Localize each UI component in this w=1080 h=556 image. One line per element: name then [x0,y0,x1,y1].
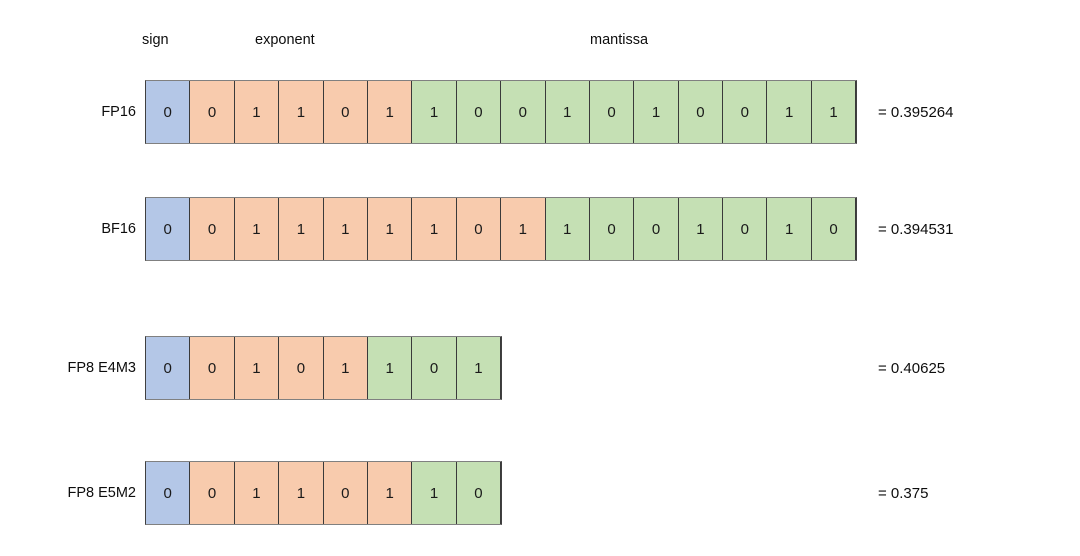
row-label: FP8 E5M2 [67,485,137,501]
bit-cell-mantissa: 0 [723,198,768,260]
bit-cell-mantissa: 1 [367,337,413,399]
bit-cell-mantissa: 1 [678,198,724,260]
bit-cell-exponent: 1 [501,198,546,260]
bit-cell-mantissa: 0 [589,198,635,260]
field-header-exponent: exponent [255,32,315,48]
bit-cell-mantissa: 1 [767,81,812,143]
row-label: BF16 [101,221,136,237]
bit-cell-mantissa: 0 [811,198,857,260]
bit-cell-exponent: 1 [279,198,324,260]
bit-cell-sign: 0 [146,81,191,143]
bit-cell-exponent: 1 [279,81,324,143]
bit-cell-mantissa: 1 [412,462,457,524]
bit-cell-exponent: 0 [456,198,502,260]
row-value: = 0.394531 [878,220,954,238]
bit-cell-exponent: 1 [234,198,280,260]
bit-cell-mantissa: 1 [767,198,812,260]
bit-cell-exponent: 1 [323,198,368,260]
bit-cell-mantissa: 1 [545,198,590,260]
bit-cell-exponent: 1 [367,462,413,524]
row-value: = 0.375 [878,484,929,502]
bit-cell-exponent: 0 [323,462,368,524]
field-header-sign: sign [142,32,169,48]
bit-cell-mantissa: 1 [412,81,457,143]
bit-cell-mantissa: 0 [501,81,546,143]
row-value: = 0.395264 [878,103,954,121]
bit-cell-mantissa: 0 [723,81,768,143]
bit-cell-sign: 0 [146,337,191,399]
bit-cell-sign: 0 [146,462,191,524]
bit-cell-mantissa: 0 [456,81,502,143]
bit-cell-exponent: 1 [323,337,368,399]
row-value: = 0.40625 [878,359,946,377]
bit-cell-exponent: 1 [234,81,280,143]
bit-cell-mantissa: 0 [412,337,457,399]
field-headers: sign exponent mantissa [0,30,1080,54]
bit-cell-exponent: 1 [367,81,413,143]
field-header-mantissa: mantissa [590,32,649,48]
bit-cell-exponent: 1 [234,337,280,399]
bit-cell-exponent: 0 [190,462,235,524]
bit-cell-exponent: 1 [279,462,324,524]
bit-cell-mantissa: 0 [634,198,679,260]
bit-cell-mantissa: 0 [456,462,502,524]
bit-cell-exponent: 0 [279,337,324,399]
bit-cell-mantissa: 1 [634,81,679,143]
bit-cell-mantissa: 1 [811,81,857,143]
row-label: FP16 [101,104,136,120]
bit-cell-mantissa: 0 [589,81,635,143]
bit-cell-exponent: 1 [412,198,457,260]
bit-cell-exponent: 0 [190,337,235,399]
bit-cell-mantissa: 1 [456,337,502,399]
bit-cell-exponent: 1 [234,462,280,524]
bit-cell-exponent: 0 [323,81,368,143]
bit-cell-mantissa: 0 [678,81,724,143]
bit-cell-exponent: 0 [190,198,235,260]
bit-cell-exponent: 0 [190,81,235,143]
row-label: FP8 E4M3 [67,360,137,376]
bit-cell-sign: 0 [146,198,191,260]
bit-cell-exponent: 1 [367,198,413,260]
bit-cell-mantissa: 1 [545,81,590,143]
